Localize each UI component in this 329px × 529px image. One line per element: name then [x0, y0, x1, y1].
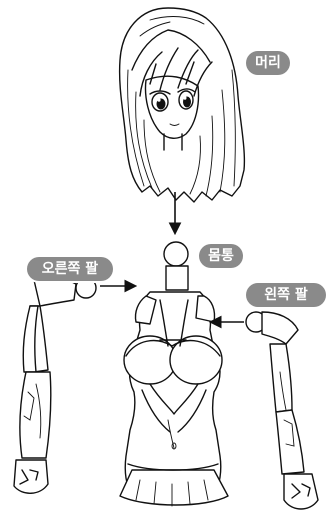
torso-label: 몸통: [199, 244, 243, 268]
left-arm-part: [245, 311, 319, 510]
right-arm-label: 오른쪽 팔: [27, 257, 113, 281]
head-part: [118, 7, 246, 203]
right-arm-part: [13, 277, 97, 494]
left-arm-label: 왼쪽 팔: [246, 283, 326, 307]
head-label: 머리: [246, 51, 290, 75]
torso-part: [119, 241, 229, 507]
